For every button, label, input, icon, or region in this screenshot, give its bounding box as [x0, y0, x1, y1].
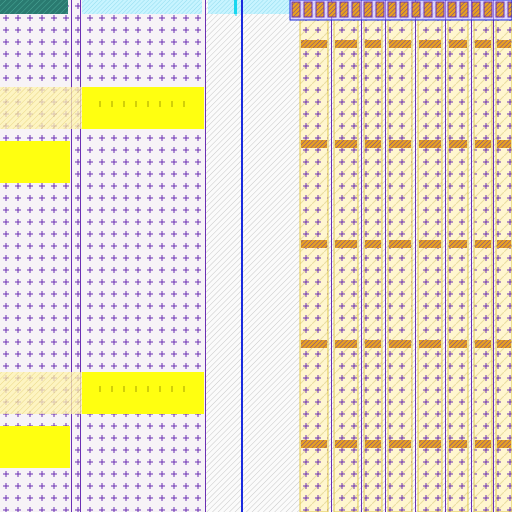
contact-cell: [389, 240, 411, 248]
contact-cell: [365, 240, 381, 248]
contact-cell: [335, 140, 357, 148]
contact-cell: [365, 140, 381, 148]
contact-cell: [449, 440, 467, 448]
top-contact: [351, 1, 361, 18]
contact-cell: [335, 240, 357, 248]
contact-cell: [389, 140, 411, 148]
contact-cell: [301, 40, 327, 48]
top-contact: [459, 1, 469, 18]
top-contact: [315, 1, 325, 18]
top-contact: [375, 1, 385, 18]
contact-cell: [365, 40, 381, 48]
contact-cell: [419, 40, 441, 48]
top-contact: [363, 1, 373, 18]
top-contact: [507, 1, 512, 18]
contact-cell: [475, 240, 491, 248]
contact-cell: [301, 340, 327, 348]
contact-cell: [365, 340, 381, 348]
contact-cell: [335, 340, 357, 348]
top-contact: [291, 1, 301, 18]
top-contact: [471, 1, 481, 18]
contact-cell: [389, 440, 411, 448]
contact-cell: [475, 140, 491, 148]
top-contact: [303, 1, 313, 18]
contact-cell: [419, 140, 441, 148]
contact-cell: [497, 440, 511, 448]
top-contact: [495, 1, 505, 18]
contact-cell: [449, 240, 467, 248]
contact-cell: [301, 440, 327, 448]
contact-cell: [449, 340, 467, 348]
contact-cell: [389, 40, 411, 48]
top-contact: [435, 1, 445, 18]
contact-cell: [419, 240, 441, 248]
contact-cell: [419, 340, 441, 348]
contact-cell: [335, 440, 357, 448]
contact-cell: [449, 140, 467, 148]
top-contact: [327, 1, 337, 18]
contact-cell: [497, 340, 511, 348]
top-contact: [423, 1, 433, 18]
top-contact: [399, 1, 409, 18]
top-contact: [411, 1, 421, 18]
top-contact: [483, 1, 493, 18]
contact-cell: [301, 140, 327, 148]
contact-cell: [389, 340, 411, 348]
top-contact: [387, 1, 397, 18]
contact-cell: [475, 440, 491, 448]
contact-cell: [301, 240, 327, 248]
contact-cell: [335, 40, 357, 48]
contact-cell: [497, 140, 511, 148]
contact-cell: [497, 40, 511, 48]
contact-cell: [497, 240, 511, 248]
contact-cell: [365, 440, 381, 448]
contact-cell: [475, 340, 491, 348]
top-contact: [339, 1, 349, 18]
contact-cell: [475, 40, 491, 48]
contact-cell: [449, 40, 467, 48]
contact-cell: [419, 440, 441, 448]
top-contact: [447, 1, 457, 18]
